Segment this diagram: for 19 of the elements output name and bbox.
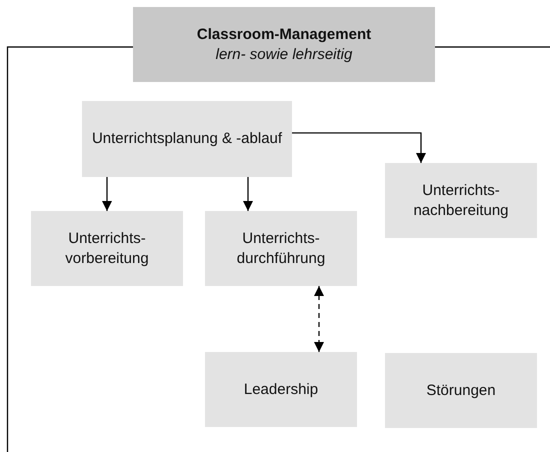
title-box: [133, 7, 435, 82]
process-box: [385, 353, 537, 428]
process-box: [205, 352, 357, 427]
subtitle-text: lern- sowie lehrseitig: [216, 44, 352, 64]
process-box: [31, 211, 183, 286]
node-label: Störungen: [426, 380, 496, 400]
node-label: Leadership: [244, 380, 318, 400]
arrow: [102, 177, 112, 211]
title-text: Classroom-Management: [196, 24, 372, 44]
arrow: [314, 286, 324, 352]
process-box: [385, 163, 537, 238]
node-label: Unterrichts- durchführung: [236, 228, 326, 268]
arrow: [292, 132, 426, 163]
process-box: [205, 211, 357, 286]
process-box: [82, 101, 292, 177]
node-label: Unterrichts- vorbereitung: [64, 228, 150, 268]
arrow: [243, 177, 253, 211]
node-label: Unterrichtsplanung & -ablauf: [92, 129, 282, 149]
node-label: Unterrichts- nachbereitung: [412, 180, 510, 220]
